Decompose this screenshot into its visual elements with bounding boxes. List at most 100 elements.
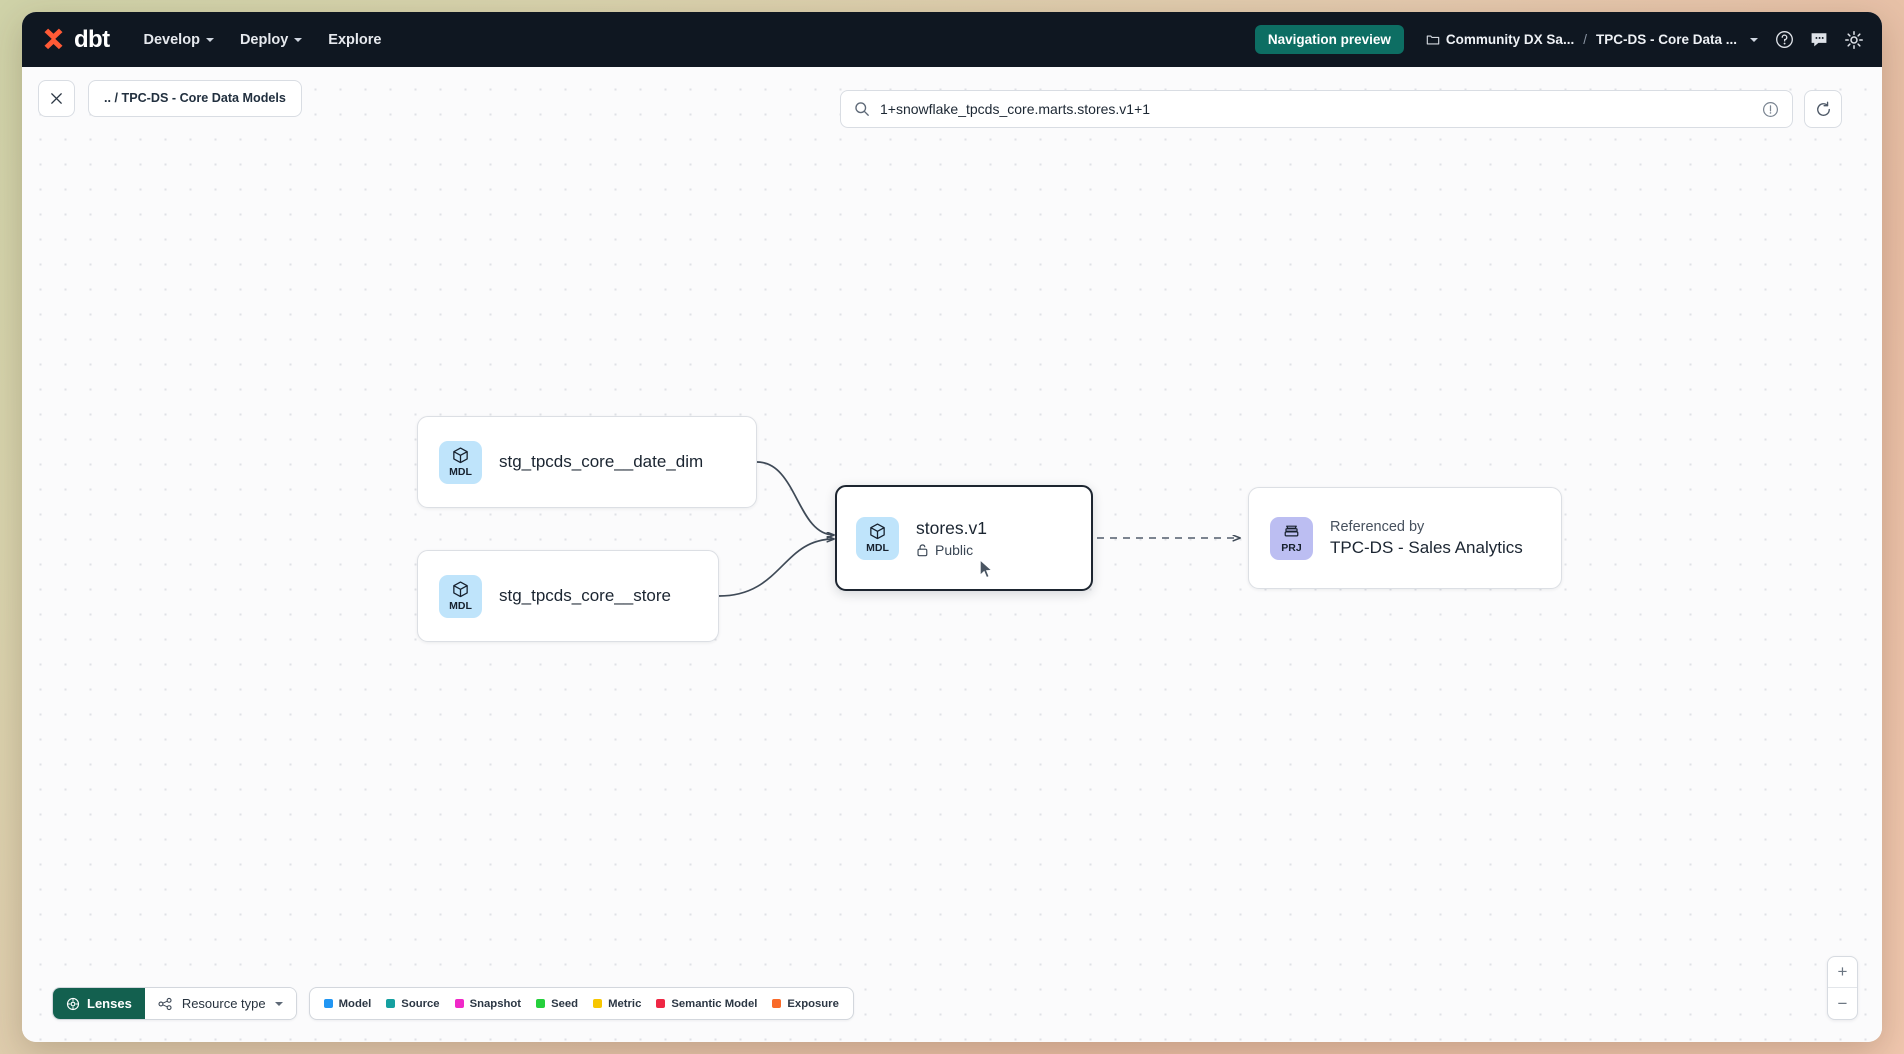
info-icon[interactable]	[1762, 101, 1779, 118]
node-body: stores.v1 Public	[916, 518, 1007, 558]
model-badge-label: MDL	[449, 600, 472, 613]
node-title: stg_tpcds_core__store	[499, 586, 671, 605]
node-access-label: Public	[935, 542, 974, 558]
legend-label: Exposure	[787, 997, 839, 1010]
top-navigation-bar: dbt Develop Deploy Explore Navigation pr…	[22, 12, 1882, 67]
nav-item-deploy[interactable]: Deploy	[239, 31, 303, 48]
zoom-in-button[interactable]: +	[1828, 957, 1857, 988]
model-badge: MDL	[856, 516, 899, 560]
legend-item-snapshot: Snapshot	[454, 997, 522, 1010]
lineage-graph-canvas[interactable]: MDL stg_tpcds_core__date_dim MDL stg_tpc…	[22, 67, 1882, 1042]
legend-item-source: Source	[386, 997, 440, 1010]
lenses-label: Lenses	[87, 996, 132, 1011]
chevron-down-icon	[1750, 37, 1758, 42]
nav-item-explore[interactable]: Explore	[328, 32, 381, 48]
breadcrumb-project-label: TPC-DS - Core Data ...	[1595, 32, 1737, 47]
gear-icon[interactable]	[1844, 30, 1864, 50]
resource-type-legend: Model Source Snapshot Seed Metric	[308, 987, 854, 1020]
breadcrumb-project[interactable]: TPC-DS - Core Data ...	[1596, 32, 1758, 47]
project-badge: PRJ	[1270, 516, 1313, 560]
breadcrumb-account[interactable]: Community DX Sa...	[1426, 32, 1574, 47]
graph-node-stores-v1[interactable]: MDL stores.v1 Public	[835, 485, 1093, 591]
search-icon	[855, 102, 869, 116]
legend-label: Metric	[608, 997, 642, 1010]
legend-swatch	[454, 999, 464, 1008]
search-area	[840, 90, 1842, 128]
graph-node-stg-tpcds-core-store[interactable]: MDL stg_tpcds_core__store	[417, 550, 719, 642]
navigation-preview-badge[interactable]: Navigation preview	[1254, 25, 1404, 54]
breadcrumb-chip[interactable]: .. / TPC-DS - Core Data Models	[88, 79, 302, 117]
model-badge-label: MDL	[866, 542, 889, 555]
close-button[interactable]	[38, 79, 75, 117]
breadcrumb-separator: /	[1583, 32, 1587, 47]
legend-label: Snapshot	[469, 997, 522, 1010]
refresh-button[interactable]	[1804, 90, 1842, 128]
node-body: stg_tpcds_core__date_dim	[499, 452, 723, 472]
model-badge-label: MDL	[449, 466, 472, 479]
legend-item-model: Model	[323, 997, 372, 1010]
legend-swatch	[593, 999, 603, 1008]
node-kicker: Referenced by	[1330, 518, 1425, 535]
cube-icon	[870, 523, 885, 540]
graph-toolbar: .. / TPC-DS - Core Data Models	[22, 67, 1882, 129]
node-title: stores.v1	[916, 518, 987, 538]
model-badge: MDL	[439, 440, 482, 484]
nav-item-develop[interactable]: Develop	[144, 32, 214, 48]
node-body: Referenced by TPC-DS - Sales Analytics	[1330, 519, 1543, 558]
legend-item-exposure: Exposure	[772, 997, 839, 1010]
dbt-logo[interactable]: dbt	[40, 26, 110, 54]
chevron-down-icon	[294, 37, 303, 42]
canvas-bottom-controls: Lenses Resource type Model	[52, 987, 854, 1020]
lineage-edges	[718, 461, 1882, 597]
legend-item-metric: Metric	[593, 998, 641, 1010]
topbar-breadcrumb: Community DX Sa... / TPC-DS - Core Data …	[1426, 30, 1864, 50]
resource-type-label: Resource type	[181, 996, 266, 1011]
chevron-down-icon	[274, 1001, 283, 1006]
project-badge-label: PRJ	[1281, 542, 1302, 555]
topbar-icon-group	[1775, 30, 1864, 50]
help-circle-icon[interactable]	[1775, 30, 1794, 49]
cube-icon	[453, 447, 468, 464]
node-title: stg_tpcds_core__date_dim	[499, 452, 704, 471]
legend-label: Seed	[551, 997, 579, 1010]
chevron-down-icon	[205, 37, 214, 42]
search-input[interactable]	[880, 101, 1752, 117]
unlock-icon	[917, 544, 928, 557]
legend-swatch	[536, 999, 546, 1008]
legend-item-semantic-model: Semantic Model	[656, 998, 757, 1010]
zoom-controls: + −	[1827, 956, 1858, 1020]
legend-swatch	[772, 999, 782, 1008]
legend-label: Source	[401, 997, 440, 1010]
legend-label: Model	[338, 997, 372, 1010]
search-box[interactable]	[840, 90, 1793, 128]
legend-item-seed: Seed	[536, 998, 578, 1010]
nav-item-explore-label: Explore	[328, 31, 382, 48]
legend-swatch	[386, 999, 396, 1008]
legend-swatch	[656, 999, 666, 1008]
node-title: TPC-DS - Sales Analytics	[1330, 537, 1523, 557]
lens-control-group: Lenses Resource type	[52, 987, 297, 1020]
dbt-logo-text: dbt	[74, 25, 110, 53]
resource-type-dropdown[interactable]: Resource type	[144, 988, 296, 1019]
dbt-x-icon	[44, 28, 63, 50]
graph-node-stg-tpcds-core-date-dim[interactable]: MDL stg_tpcds_core__date_dim	[417, 416, 757, 508]
node-access-status: Public	[916, 542, 987, 558]
nav-item-develop-label: Develop	[143, 31, 200, 48]
lens-icon	[66, 997, 80, 1010]
close-icon	[51, 92, 62, 104]
folder-icon	[1426, 34, 1440, 45]
cube-icon	[453, 581, 468, 598]
refresh-icon	[1816, 101, 1830, 116]
lenses-button[interactable]: Lenses	[53, 988, 145, 1019]
stack-icon	[1284, 525, 1299, 537]
app-window: dbt Develop Deploy Explore Navigation pr…	[22, 12, 1882, 1042]
feedback-icon[interactable]	[1809, 30, 1829, 49]
nodes-icon	[158, 997, 172, 1010]
zoom-out-button[interactable]: −	[1837, 993, 1848, 1013]
model-badge: MDL	[439, 574, 482, 618]
graph-node-tpc-ds-sales-analytics[interactable]: PRJ Referenced by TPC-DS - Sales Analyti…	[1248, 487, 1562, 589]
legend-label: Semantic Model	[671, 997, 758, 1010]
legend-swatch	[323, 999, 333, 1008]
nav-item-deploy-label: Deploy	[239, 31, 289, 48]
breadcrumb-account-label: Community DX Sa...	[1445, 32, 1575, 47]
